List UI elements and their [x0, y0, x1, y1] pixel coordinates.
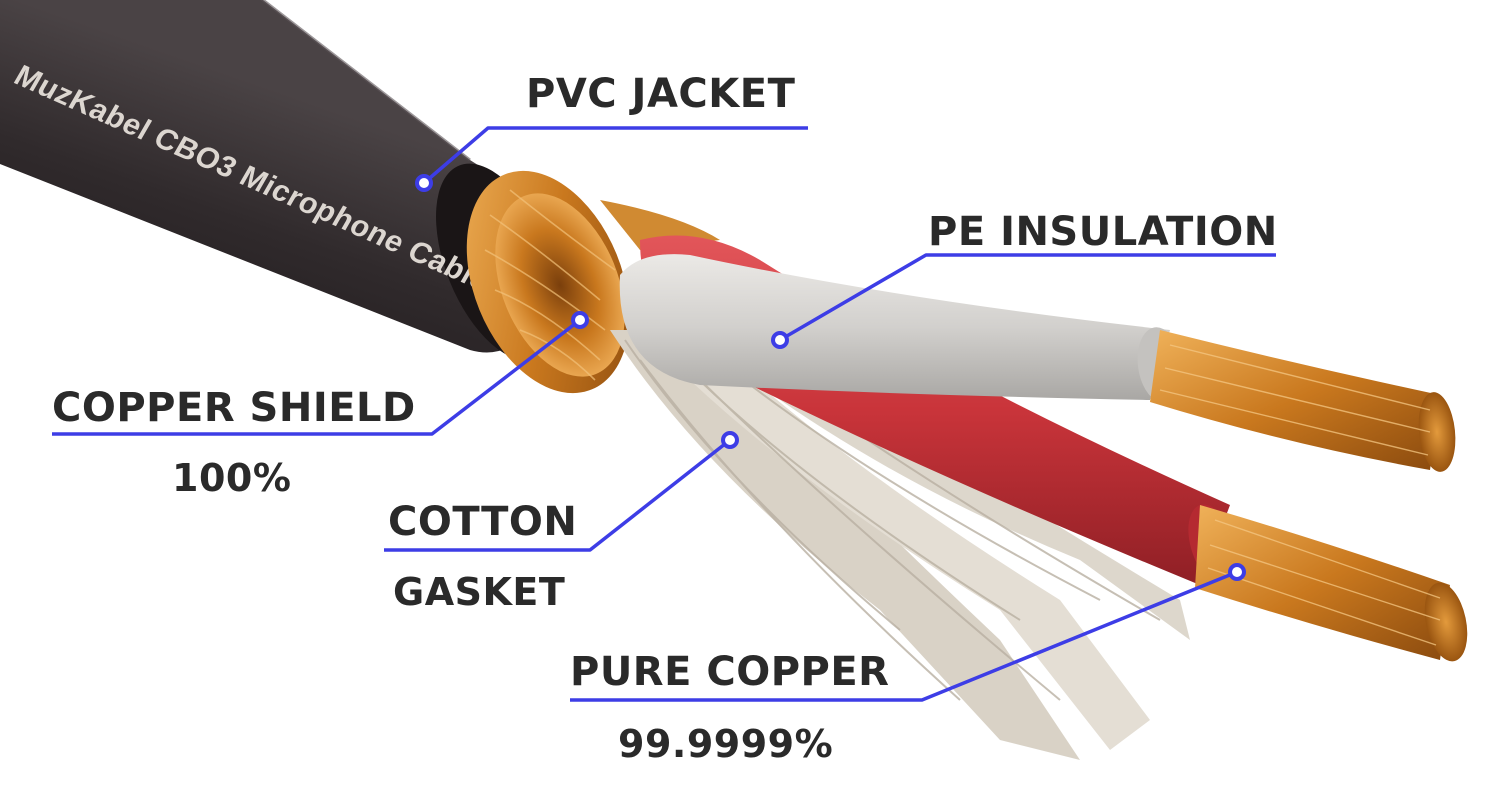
label-pure-copper-value: 99.9999%	[618, 722, 834, 766]
leader-pvc-jacket	[422, 126, 808, 185]
label-copper-shield-value: 100%	[172, 456, 292, 500]
dot-copper-shield	[571, 311, 589, 329]
label-cotton-gasket: GASKET	[393, 570, 566, 614]
dot-cotton-gasket	[721, 431, 739, 449]
grey-conductor	[619, 254, 1456, 472]
dot-pure-copper	[1228, 563, 1246, 581]
leader-dots	[415, 174, 1246, 581]
label-cotton: COTTON	[388, 499, 578, 545]
dot-pvc-jacket	[415, 174, 433, 192]
leader-pure-copper	[570, 570, 1238, 702]
label-copper-shield: COPPER SHIELD	[52, 385, 416, 431]
leader-cotton-gasket	[384, 438, 732, 552]
label-pe-insulation: PE INSULATION	[928, 209, 1278, 255]
label-pvc-jacket: PVC JACKET	[526, 71, 796, 117]
label-pure-copper: PURE COPPER	[570, 649, 890, 695]
leader-pe-insulation	[779, 253, 1276, 342]
dot-pe-insulation	[771, 331, 789, 349]
leader-lines	[52, 126, 1276, 702]
leader-copper-shield	[52, 318, 582, 436]
copper-shield	[466, 170, 720, 394]
